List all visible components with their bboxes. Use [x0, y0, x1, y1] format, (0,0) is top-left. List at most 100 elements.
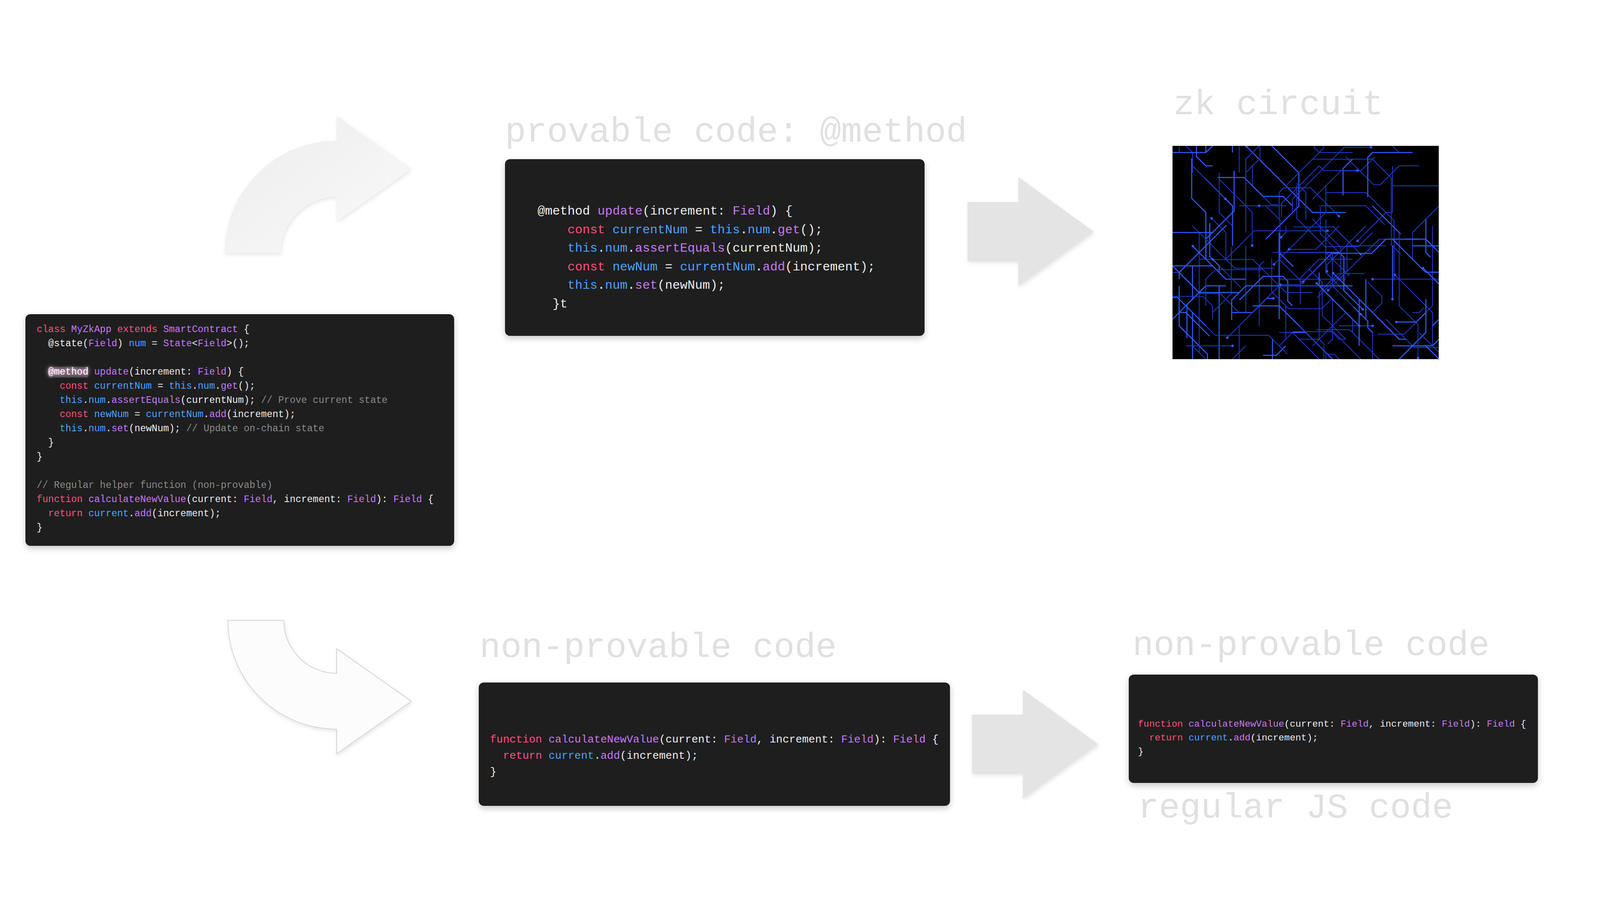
code-token: ): [226, 366, 233, 378]
code-token: Field: [393, 494, 423, 505]
code-token: get: [777, 222, 800, 238]
code-token: currentNum: [145, 409, 204, 420]
code-token: :: [1430, 718, 1437, 730]
code-token: ;: [815, 241, 823, 256]
code-token: .: [1227, 732, 1234, 744]
code-token: :: [880, 733, 887, 746]
code-token: (: [1250, 732, 1257, 744]
code-token: calculateNewValue: [548, 733, 659, 746]
code-token: Field: [1340, 718, 1369, 730]
code-token: [1374, 718, 1380, 730]
code-token: ;: [249, 395, 256, 406]
circuit-trace: [1252, 305, 1308, 335]
circuit-trace: [1342, 159, 1353, 196]
code-token: function: [1137, 718, 1183, 730]
code-token: (: [186, 494, 193, 505]
code-token: ): [770, 204, 778, 219]
code-token: >: [226, 338, 233, 350]
circuit-trace: [1296, 185, 1373, 247]
circuit-trace: [1217, 177, 1293, 206]
code-token: [140, 409, 146, 420]
code-token: newNum: [612, 260, 658, 275]
code-token: increment: [769, 733, 828, 746]
code-token: [1436, 718, 1443, 730]
code-token: [542, 733, 549, 746]
section-caption: regular JS code: [1137, 790, 1453, 826]
code-token: Field: [197, 338, 227, 350]
code-token: num: [747, 222, 770, 238]
code-line: }: [1137, 745, 1144, 759]
code-line: class MyZkApp extends SmartContract {: [36, 322, 250, 337]
code-token: currentNum: [94, 380, 152, 392]
circuit-panel: zk circuit: [1172, 145, 1439, 360]
code-token: [145, 338, 152, 350]
code-token: [163, 380, 170, 392]
code-token: }: [36, 522, 43, 534]
code-token: {: [785, 204, 793, 219]
code-token: increment: [650, 204, 718, 219]
code-token: Field: [1486, 718, 1515, 730]
code-line: function calculateNewValue(current: Fiel…: [36, 492, 434, 507]
code-token: this: [59, 395, 83, 406]
circuit-trace: [1422, 267, 1439, 326]
code-token: [422, 494, 428, 505]
code-token: .: [203, 409, 210, 420]
code-token: (: [237, 380, 244, 392]
circuit-trace: [1181, 274, 1240, 313]
code-line: @state(Field) num = State<Field>();: [36, 336, 250, 351]
circuit-trace: [1280, 265, 1320, 285]
code-token: ,: [272, 494, 279, 505]
code-token: .: [82, 423, 89, 435]
code-token: =: [665, 260, 673, 275]
code-token: current: [192, 494, 233, 505]
code-token: ;: [243, 338, 250, 350]
circuit-trace: [1319, 273, 1365, 340]
code-panel: class MyZkApp extends SmartContract {@st…: [25, 314, 455, 546]
circuit-trace: [1212, 247, 1232, 313]
code-token: [192, 366, 198, 378]
block-arrow: [972, 689, 1099, 799]
code-token: [65, 324, 72, 335]
code-token: newNum: [94, 409, 129, 420]
circuit-trace: [1219, 172, 1234, 227]
code-token: [157, 324, 164, 335]
code-token: currentNum: [732, 241, 808, 256]
circuit-trace: [1392, 245, 1394, 300]
code-token: (: [128, 366, 135, 378]
code-token: ): [243, 395, 250, 406]
circuit-pad: [1257, 204, 1261, 208]
code-token: [88, 380, 95, 392]
code-token: num: [605, 241, 628, 256]
circuit-trace: [1182, 312, 1198, 360]
circuit-trace: [1303, 239, 1420, 282]
circuit-trace: [1279, 331, 1362, 360]
code-token: }: [490, 765, 497, 779]
code-token: add: [1233, 732, 1251, 744]
code-token: <: [192, 338, 198, 350]
code-line: }: [36, 450, 43, 465]
circuit-trace: [1178, 145, 1180, 153]
circuit-trace: [1319, 205, 1385, 225]
code-token: // Update on-chain state: [186, 423, 325, 435]
code-token: [151, 380, 158, 392]
code-token: .: [755, 260, 763, 275]
circuit-pad: [1359, 312, 1363, 316]
code-token: [605, 222, 613, 238]
circuit-trace: [1346, 239, 1386, 273]
circuit-illustration: [1172, 145, 1439, 360]
section-heading: zk circuit: [1173, 87, 1384, 123]
circuit-trace: [1299, 325, 1353, 360]
code-token: (: [226, 409, 233, 420]
circuit-pad: [1356, 239, 1359, 243]
code-token: add: [762, 260, 785, 275]
code-token: (: [800, 222, 808, 238]
circuit-trace: [1325, 219, 1350, 297]
code-token: (: [657, 278, 665, 293]
code-token: .: [105, 423, 112, 435]
code-token: update: [597, 204, 643, 219]
circuit-pad: [1325, 270, 1329, 273]
circuit-trace: [1385, 145, 1414, 153]
code-line: this.num.set(newNum); // Update on-chain…: [36, 421, 325, 436]
code-token: [687, 222, 695, 238]
code-token: const: [567, 260, 605, 275]
